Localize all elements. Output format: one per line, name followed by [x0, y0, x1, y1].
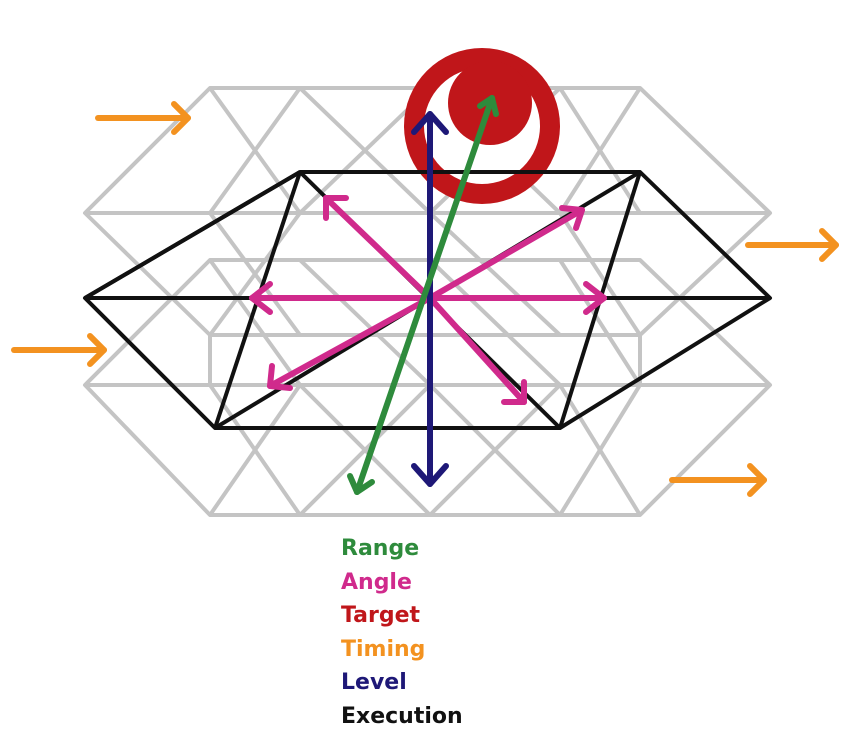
- legend-item-target: Target: [341, 599, 463, 633]
- legend-item-level: Level: [341, 666, 463, 700]
- legend: Range Angle Target Timing Level Executio…: [341, 532, 463, 733]
- legend-item-range: Range: [341, 532, 463, 566]
- legend-item-execution: Execution: [341, 700, 463, 733]
- legend-item-angle: Angle: [341, 566, 463, 600]
- legend-item-timing: Timing: [341, 633, 463, 667]
